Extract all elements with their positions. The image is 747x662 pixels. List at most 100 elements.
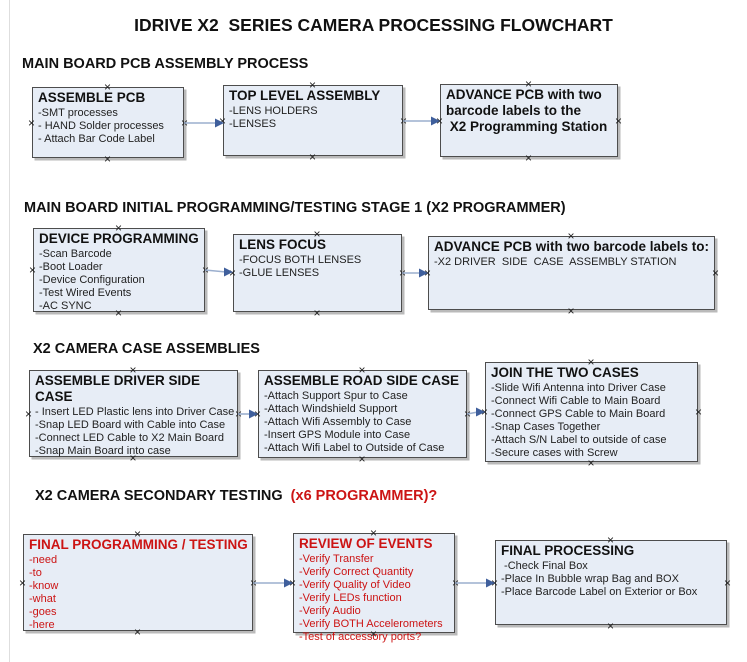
- flow-box-final-programming-testing: FINAL PROGRAMMING / TESTING -need-to-kno…: [19, 528, 257, 638]
- box-items: -Verify Transfer-Verify Correct Quantity…: [299, 553, 452, 644]
- section-heading-pcb-assembly: MAIN BOARD PCB ASSEMBLY PROCESS: [22, 56, 308, 72]
- connection-handle-top-icon: ×: [607, 533, 615, 547]
- box-item: -LENS HOLDERS: [229, 105, 318, 117]
- box-item: -Insert GPS Module into Case: [264, 429, 411, 441]
- connection-handle-left-icon: ×: [29, 263, 37, 277]
- box-item: -what: [29, 593, 56, 605]
- flow-arrow: [455, 578, 495, 588]
- connection-handle-bottom-icon: ×: [104, 152, 112, 166]
- connection-handle-bottom-icon: ×: [370, 627, 378, 641]
- box-item: -Secure cases with Screw: [491, 447, 618, 459]
- box-item: -Attach Wifi Label to Outside of Case: [264, 442, 445, 454]
- box-item: -Verify LEDs function: [299, 592, 402, 604]
- box-item: -FOCUS BOTH LENSES: [239, 254, 362, 266]
- connection-handle-right-icon: ×: [463, 407, 471, 421]
- box-item: -Connect GPS Cable to Main Board: [491, 408, 666, 420]
- box-items: -LENS HOLDERS-LENSES: [229, 105, 400, 131]
- box-item: -Place In Bubble wrap Bag and BOX: [501, 573, 679, 585]
- box-title: LENS FOCUS: [239, 237, 327, 252]
- box-item: - Insert LED Plastic lens into Driver Ca…: [35, 406, 235, 418]
- section-heading-case-assemblies: X2 CAMERA CASE ASSEMBLIES: [33, 341, 260, 357]
- connection-handle-top-icon: ×: [358, 363, 366, 377]
- connection-handle-right-icon: ×: [451, 576, 459, 590]
- box-items: -Scan Barcode-Boot Loader-Device Configu…: [39, 248, 202, 313]
- box-item: -LENSES: [229, 118, 277, 130]
- connection-handle-top-icon: ×: [134, 527, 142, 541]
- box-items: -X2 DRIVER SIDE CASE ASSEMBLY STATION: [434, 256, 712, 269]
- section-heading-text: MAIN BOARD INITIAL PROGRAMMING/TESTING S…: [24, 200, 566, 216]
- flow-box-advance-pcb-driver-station: ADVANCE PCB with two barcode labels to: …: [424, 230, 719, 317]
- connection-handle-left-icon: ×: [25, 406, 33, 421]
- connection-handle-bottom-icon: ×: [129, 451, 137, 465]
- box-item: -Test of accessory ports?: [299, 631, 422, 643]
- box-title: REVIEW OF EVENTS: [299, 536, 433, 551]
- box-title: ASSEMBLE PCB: [38, 90, 146, 105]
- section-heading-red-text: (x6 PROGRAMMER)?: [290, 488, 438, 504]
- connection-handle-left-icon: ×: [28, 115, 36, 130]
- section-heading-text: MAIN BOARD PCB ASSEMBLY PROCESS: [22, 56, 309, 72]
- connection-handle-left-icon: ×: [491, 575, 499, 590]
- connection-handle-bottom-icon: ×: [525, 151, 533, 165]
- box-items: - Insert LED Plastic lens into Driver Ca…: [35, 406, 235, 458]
- connection-handle-bottom-icon: ×: [313, 306, 321, 320]
- flow-arrow: [184, 118, 224, 128]
- box-item: -need: [29, 554, 58, 566]
- connection-handle-left-icon: ×: [219, 113, 227, 128]
- connection-handle-bottom-icon: ×: [309, 150, 317, 164]
- box-item: -Device Configuration: [39, 274, 145, 286]
- box-items: -FOCUS BOTH LENSES-GLUE LENSES: [239, 254, 399, 280]
- connection-handle-right-icon: ×: [694, 405, 702, 419]
- box-item: -Attach Windshield Support: [264, 403, 398, 415]
- connection-handle-right-icon: ×: [249, 575, 257, 590]
- flow-box-assemble-driver-side-case: ASSEMBLE DRIVER SIDE CASE - Insert LED P…: [25, 364, 242, 464]
- flow-box-assemble-pcb: ASSEMBLE PCB -SMT processes- HAND Solder…: [28, 81, 188, 165]
- box-item: -Snap LED Board with Cable into Case: [35, 419, 226, 431]
- connection-handle-bottom-icon: ×: [358, 452, 366, 466]
- connection-handle-left-icon: ×: [19, 575, 27, 590]
- connection-handle-right-icon: ×: [723, 575, 731, 590]
- box-item: -Slide Wifi Antenna into Driver Case: [491, 382, 666, 394]
- flow-box-review-of-events: REVIEW OF EVENTS -Verify Transfer-Verify…: [289, 527, 459, 643]
- connection-handle-top-icon: ×: [115, 221, 123, 235]
- box-title: ADVANCE PCB with two barcode labels to:: [434, 239, 710, 254]
- box-item: -Boot Loader: [39, 261, 103, 273]
- box-item: -Verify Correct Quantity: [299, 566, 414, 578]
- connection-handle-top-icon: ×: [567, 229, 575, 243]
- connection-handle-left-icon: ×: [481, 405, 489, 419]
- connection-handle-top-icon: ×: [313, 227, 321, 241]
- connection-handle-top-icon: ×: [587, 355, 595, 369]
- box-item: -AC SYNC: [39, 300, 92, 312]
- connection-handle-bottom-icon: ×: [587, 456, 595, 470]
- box-items: -Check Final Box-Place In Bubble wrap Ba…: [501, 560, 724, 599]
- connection-handle-left-icon: ×: [289, 576, 297, 590]
- connection-handle-right-icon: ×: [180, 115, 188, 130]
- box-item: -Verify Audio: [299, 605, 361, 617]
- connection-handle-right-icon: ×: [234, 406, 242, 421]
- box-item: -to: [29, 567, 42, 579]
- section-heading-initial-programming: MAIN BOARD INITIAL PROGRAMMING/TESTING S…: [24, 200, 566, 216]
- flow-box-advance-pcb-programming-station: ADVANCE PCB with two barcode labels to t…: [436, 78, 622, 164]
- box-item: -Verify Transfer: [299, 553, 374, 565]
- flow-arrow: [253, 578, 293, 588]
- box-item: -goes: [29, 606, 57, 618]
- connection-handle-right-icon: ×: [398, 266, 406, 280]
- box-item: - Attach Bar Code Label: [38, 133, 155, 145]
- box-item: -SMT processes: [38, 107, 118, 119]
- box-item: -Test Wired Events: [39, 287, 132, 299]
- box-item: - HAND Solder processes: [38, 120, 164, 132]
- box-item: -Snap Cases Together: [491, 421, 601, 433]
- flow-box-assemble-road-side-case: ASSEMBLE ROAD SIDE CASE -Attach Support …: [254, 364, 471, 465]
- connection-handle-top-icon: ×: [129, 363, 137, 377]
- connection-handle-left-icon: ×: [229, 266, 237, 280]
- box-item: -Verify BOTH Accelerometers: [299, 618, 443, 630]
- box-item: -Connect Wifi Cable to Main Board: [491, 395, 661, 407]
- flow-box-lens-focus: LENS FOCUS -FOCUS BOTH LENSES-GLUE LENSE…: [229, 228, 406, 319]
- section-heading-text: X2 CAMERA CASE ASSEMBLIES: [33, 341, 260, 357]
- flow-box-device-programming: DEVICE PROGRAMMING -Scan Barcode-Boot Lo…: [29, 222, 209, 319]
- box-title: DEVICE PROGRAMMING: [39, 231, 199, 246]
- flow-box-join-the-two-cases: JOIN THE TWO CASES -Slide Wifi Antenna i…: [481, 356, 702, 469]
- box-item: -GLUE LENSES: [239, 267, 320, 279]
- box-item: -here: [29, 619, 55, 631]
- box-item: -Snap Main Board into case: [35, 445, 171, 457]
